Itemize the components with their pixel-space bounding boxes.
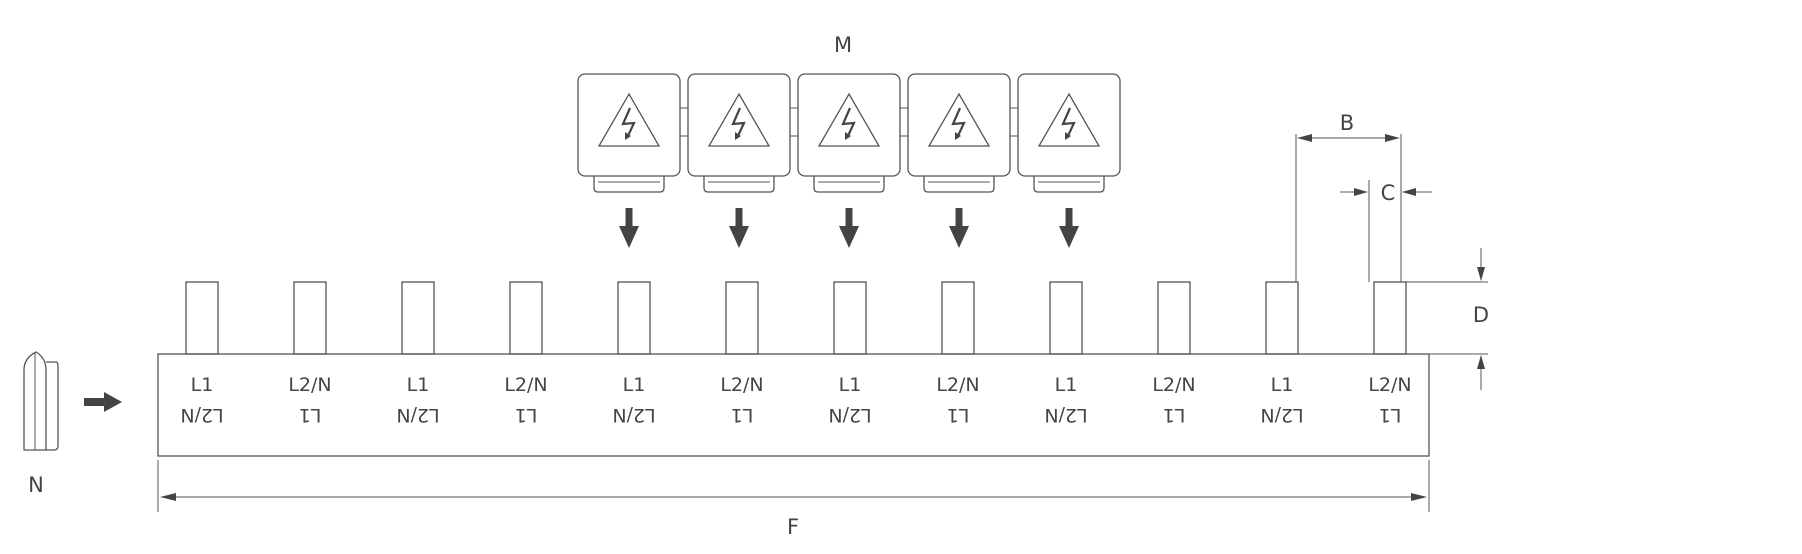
label-n: N — [28, 473, 44, 497]
segment-label-bottom: L2/N — [828, 404, 871, 426]
busbar-pin — [725, 281, 759, 355]
high-voltage-warning-icon — [597, 92, 661, 147]
busbar-pin — [401, 281, 435, 355]
dimension-f — [157, 460, 1430, 512]
high-voltage-warning-icon — [927, 92, 991, 147]
label-d: D — [1473, 303, 1489, 327]
busbar-pin — [1049, 281, 1083, 355]
down-arrow-icon — [839, 208, 859, 248]
busbar-pin — [509, 281, 543, 355]
segment-label-bottom: L2/N — [612, 404, 655, 426]
segment-label-bottom: L1 — [1379, 404, 1402, 426]
end-cap-icon — [23, 351, 59, 451]
down-arrow-icon — [949, 208, 969, 248]
segment-label-top: L1 — [407, 374, 430, 396]
protection-cap — [577, 73, 689, 193]
segment-label-top: L2/N — [1152, 374, 1195, 396]
segment-label-top: L1 — [1055, 374, 1078, 396]
segment-label-bottom: L2/N — [1044, 404, 1087, 426]
segment-label-bottom: L1 — [299, 404, 322, 426]
busbar-pin — [941, 281, 975, 355]
segment-label-top: L2/N — [720, 374, 763, 396]
label-m: M — [834, 33, 852, 57]
busbar-pins — [185, 281, 1407, 355]
segment-label-bottom: L2/N — [1260, 404, 1303, 426]
protection-cap — [1017, 73, 1121, 193]
segment-label-bottom: L1 — [1163, 404, 1186, 426]
label-f: F — [787, 515, 799, 539]
busbar-pin — [1265, 281, 1299, 355]
segment-label-bottom: L2/N — [180, 404, 223, 426]
high-voltage-warning-icon — [1037, 92, 1101, 147]
label-b: B — [1340, 111, 1354, 135]
segment-label-top: L2/N — [1368, 374, 1411, 396]
protection-caps — [577, 73, 1121, 193]
busbar-pin — [1157, 281, 1191, 355]
dimension-d — [1401, 248, 1488, 390]
segment-label-bottom: L1 — [515, 404, 538, 426]
high-voltage-warning-icon — [707, 92, 771, 147]
busbar-segment-labels: L1L2/NL2/NL1L1L2/NL2/NL1L1L2/NL2/NL1L1L2… — [180, 374, 1411, 426]
protection-cap — [687, 73, 799, 193]
busbar-pin — [1373, 281, 1407, 355]
protection-cap — [907, 73, 1019, 193]
segment-label-bottom: L1 — [947, 404, 970, 426]
segment-label-top: L1 — [839, 374, 862, 396]
busbar-pin — [185, 281, 219, 355]
segment-label-top: L1 — [191, 374, 214, 396]
busbar-pin — [293, 281, 327, 355]
segment-label-top: L1 — [623, 374, 646, 396]
down-arrow-icon — [619, 208, 639, 248]
insert-arrow-icon — [84, 392, 122, 412]
dimension-b — [1295, 134, 1402, 282]
label-c: C — [1381, 181, 1396, 205]
segment-label-top: L2/N — [504, 374, 547, 396]
busbar-pin — [833, 281, 867, 355]
segment-label-bottom: L1 — [731, 404, 754, 426]
segment-label-top: L2/N — [288, 374, 331, 396]
segment-label-bottom: L2/N — [396, 404, 439, 426]
dimension-c — [1340, 180, 1432, 282]
down-arrow-icon — [1059, 208, 1079, 248]
busbar-body — [157, 353, 1430, 457]
cap-insert-arrows — [619, 208, 1079, 248]
busbar-pin — [617, 281, 651, 355]
protection-cap — [797, 73, 909, 193]
down-arrow-icon — [729, 208, 749, 248]
segment-label-top: L1 — [1271, 374, 1294, 396]
high-voltage-warning-icon — [817, 92, 881, 147]
segment-label-top: L2/N — [936, 374, 979, 396]
